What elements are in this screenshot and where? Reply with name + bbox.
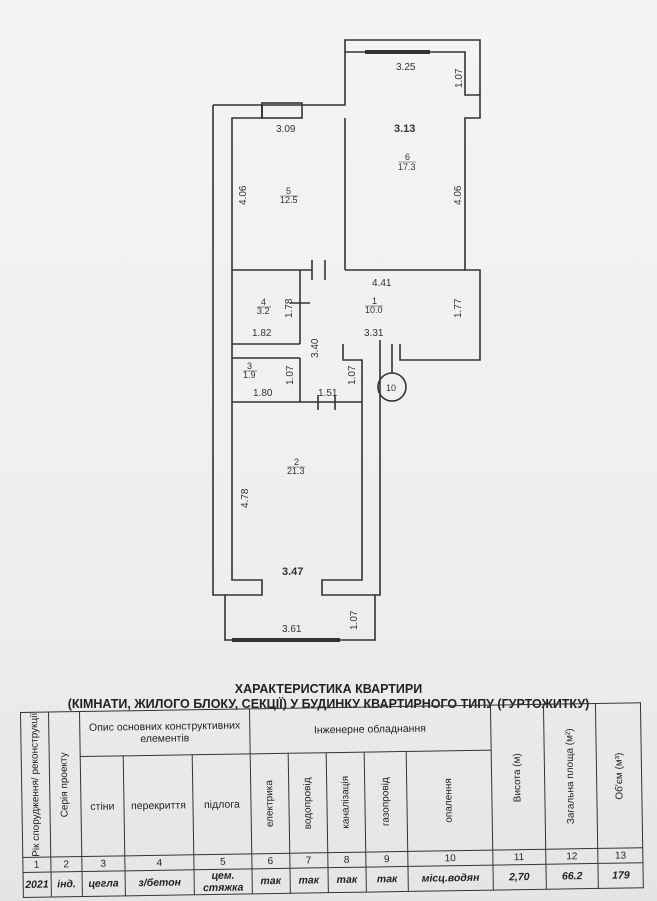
heading-line2: (КІМНАТИ, ЖИЛОГО БЛОКУ, СЕКЦІЇ) У БУДИНК… bbox=[67, 697, 590, 711]
room5-area: 12.5 bbox=[280, 195, 298, 205]
header-height: Висота (м) bbox=[490, 704, 546, 851]
room1-number: 1 bbox=[372, 296, 377, 306]
top-balcony bbox=[344, 39, 481, 95]
room5-window bbox=[261, 102, 303, 119]
value-electric: так bbox=[251, 868, 290, 894]
value-walls: цегла bbox=[82, 870, 125, 897]
value-water: так bbox=[289, 867, 329, 894]
dim-room4-height: 1.78 bbox=[284, 298, 295, 318]
header-water: водопровід bbox=[287, 752, 328, 854]
floor-plan: 3.25 1.07 3.09 3.13 4.06 4.06 4.41 1.77 … bbox=[212, 39, 481, 642]
header-area: Загальна площа (м²) bbox=[543, 703, 599, 850]
room4-number: 4 bbox=[261, 297, 266, 307]
room3-area: 1.9 bbox=[243, 370, 256, 380]
header-gas: газопровід bbox=[363, 751, 408, 853]
value-sewer: так bbox=[327, 867, 367, 893]
header-floors: перекриття bbox=[122, 754, 195, 856]
dim-room3-height: 1.07 bbox=[285, 365, 296, 385]
room5-number: 5 bbox=[286, 186, 291, 196]
dim-room4-width: 1.82 bbox=[252, 328, 272, 339]
room6-area: 17.3 bbox=[398, 162, 416, 172]
header-year: Рік спорудження/ реконструкції bbox=[20, 712, 51, 858]
header-walls: стіни bbox=[80, 756, 125, 857]
west-wall bbox=[212, 104, 263, 596]
dim-room2-width: 3.47 bbox=[282, 566, 303, 578]
header-series: Серія проекту bbox=[48, 711, 83, 858]
value-area: 66.2 bbox=[545, 863, 599, 890]
inner-right-wall bbox=[321, 340, 381, 596]
dim-room6-width: 3.13 bbox=[394, 123, 415, 135]
header-engineering-group: Інженерне обладнання bbox=[248, 705, 491, 755]
dim-corridor-vertical: 3.40 bbox=[310, 338, 321, 358]
room6-number: 6 bbox=[405, 152, 410, 162]
dim-room5-height: 4.06 bbox=[238, 185, 249, 205]
value-floors: з/бетон bbox=[124, 869, 195, 896]
room2-area: 21.3 bbox=[287, 466, 305, 476]
value-flooring: цем. стяжка bbox=[194, 868, 252, 895]
header-electric: електрика bbox=[249, 753, 290, 854]
dim-top-balcony-depth: 1.07 bbox=[454, 68, 465, 88]
heading-line1: ХАРАКТЕРИСТИКА КВАРТИРИ bbox=[234, 682, 423, 696]
header-structural-group: Опис основних конструктивних елементів bbox=[79, 708, 250, 757]
dim-bath-height: 1.07 bbox=[347, 365, 358, 385]
header-heating: опалення bbox=[406, 750, 493, 852]
dim-room5-width: 3.09 bbox=[276, 124, 296, 135]
room2-number: 2 bbox=[294, 457, 299, 467]
dim-bottom-balcony-width: 3.61 bbox=[282, 624, 302, 635]
dim-room2-height: 4.78 bbox=[240, 488, 251, 508]
characteristics-table: Рік спорудження/ реконструкції Серія про… bbox=[20, 702, 644, 898]
dim-bath-width: 1.51 bbox=[318, 388, 338, 399]
dim-corridor-right: 1.77 bbox=[453, 298, 464, 318]
room1-area: 10.0 bbox=[365, 305, 383, 315]
value-year: 2021 bbox=[23, 872, 51, 898]
header-sewer: каналізація bbox=[325, 752, 366, 853]
dim-kitchen-gap: 3.31 bbox=[364, 328, 384, 339]
value-series: інд. bbox=[50, 871, 83, 898]
dim-room6-height: 4.06 bbox=[453, 185, 464, 205]
dim-bottom-balcony-depth: 1.07 bbox=[349, 610, 360, 630]
value-heating: місц.водян bbox=[408, 865, 494, 892]
room3-number: 3 bbox=[247, 361, 252, 371]
value-volume: 179 bbox=[598, 862, 644, 889]
value-gas: так bbox=[365, 866, 409, 893]
header-volume: Об'єм (м³) bbox=[595, 702, 643, 849]
dim-top-balcony-width: 3.25 bbox=[396, 62, 416, 73]
room4-area: 3.2 bbox=[257, 306, 270, 316]
header-flooring: підлога bbox=[192, 754, 252, 855]
dim-room3-width: 1.80 bbox=[253, 388, 273, 399]
circle-label: 10 bbox=[386, 383, 396, 393]
value-height: 2,70 bbox=[492, 864, 546, 891]
dim-corridor-width: 4.41 bbox=[372, 278, 392, 289]
